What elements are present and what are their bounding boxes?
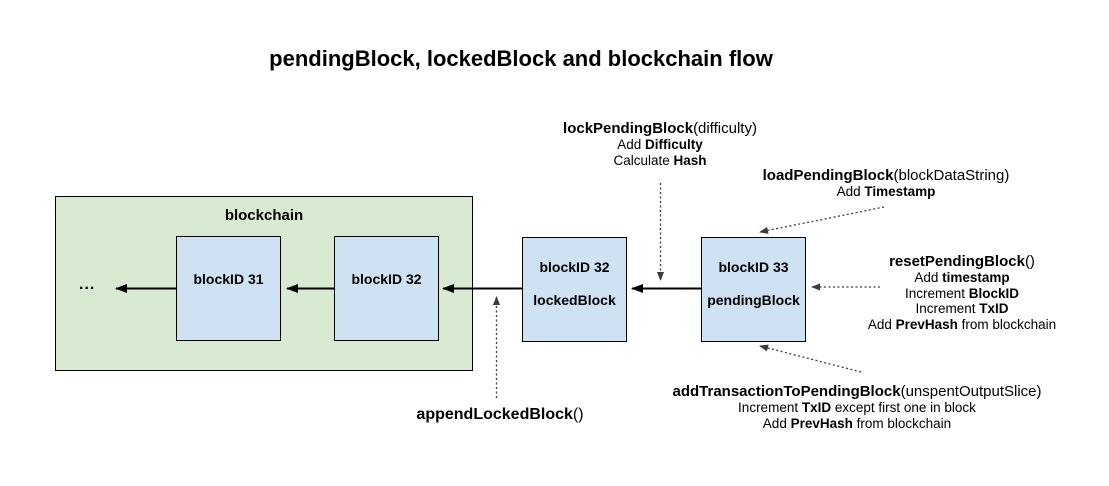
block-31: blockID 31 [176, 236, 281, 341]
annotation-line: Increment BlockID [904, 285, 1020, 301]
annotation-add-transaction: addTransactionToPendingBlock(unspentOutp… [672, 383, 1041, 431]
locked-block-label: lockedBlock [533, 292, 616, 308]
annotation-lock-pending-title: lockPendingBlock(difficulty) [563, 120, 757, 137]
annotation-line: Increment TxID except first one in block [738, 400, 976, 415]
annotation-append-locked: appendLockedBlock() [416, 406, 583, 423]
annotation-reset-pending-title: resetPendingBlock() [889, 253, 1035, 270]
pending-block-label: pendingBlock [707, 292, 800, 308]
annotation-line: Add timestamp [914, 270, 1010, 285]
annotation-line: Add PrevHash from blockchain [867, 316, 1057, 332]
block-32-chain-label: blockID 32 [351, 271, 422, 287]
blockchain-label: blockchain [224, 207, 304, 224]
block-31-label: blockID 31 [193, 271, 264, 287]
block-32-chain: blockID 32 [334, 236, 439, 341]
annotation-load-pending: loadPendingBlock(blockDataString) Add Ti… [763, 167, 1010, 200]
annotation-load-pending-title: loadPendingBlock(blockDataString) [762, 167, 1010, 184]
annotation-append-locked-title: appendLockedBlock() [416, 406, 584, 423]
annotation-lock-pending: lockPendingBlock(difficulty) Add Difficu… [563, 120, 757, 168]
annotation-line: Add Difficulty [617, 137, 703, 152]
dotted-arrow-load-pending [759, 206, 885, 234]
annotation-line: Calculate Hash [613, 152, 707, 168]
annotation-line: Increment TxID [915, 301, 1009, 316]
dotted-arrow-add-transaction [759, 344, 862, 373]
pending-block-id: blockID 33 [718, 259, 789, 275]
pending-block: blockID 33 pendingBlock [701, 237, 806, 342]
annotation-line: Add Timestamp [836, 184, 936, 199]
annotation-add-transaction-title: addTransactionToPendingBlock(unspentOutp… [672, 383, 1042, 400]
locked-block: blockID 32 lockedBlock [522, 237, 627, 342]
annotation-line: Add PrevHash from blockchain [762, 415, 952, 431]
annotation-reset-pending: resetPendingBlock() Add timestamp Increm… [868, 253, 1056, 332]
chain-ellipsis: ... [79, 276, 96, 293]
diagram-title: pendingBlock, lockedBlock and blockchain… [269, 46, 773, 71]
locked-block-id: blockID 32 [539, 259, 610, 275]
